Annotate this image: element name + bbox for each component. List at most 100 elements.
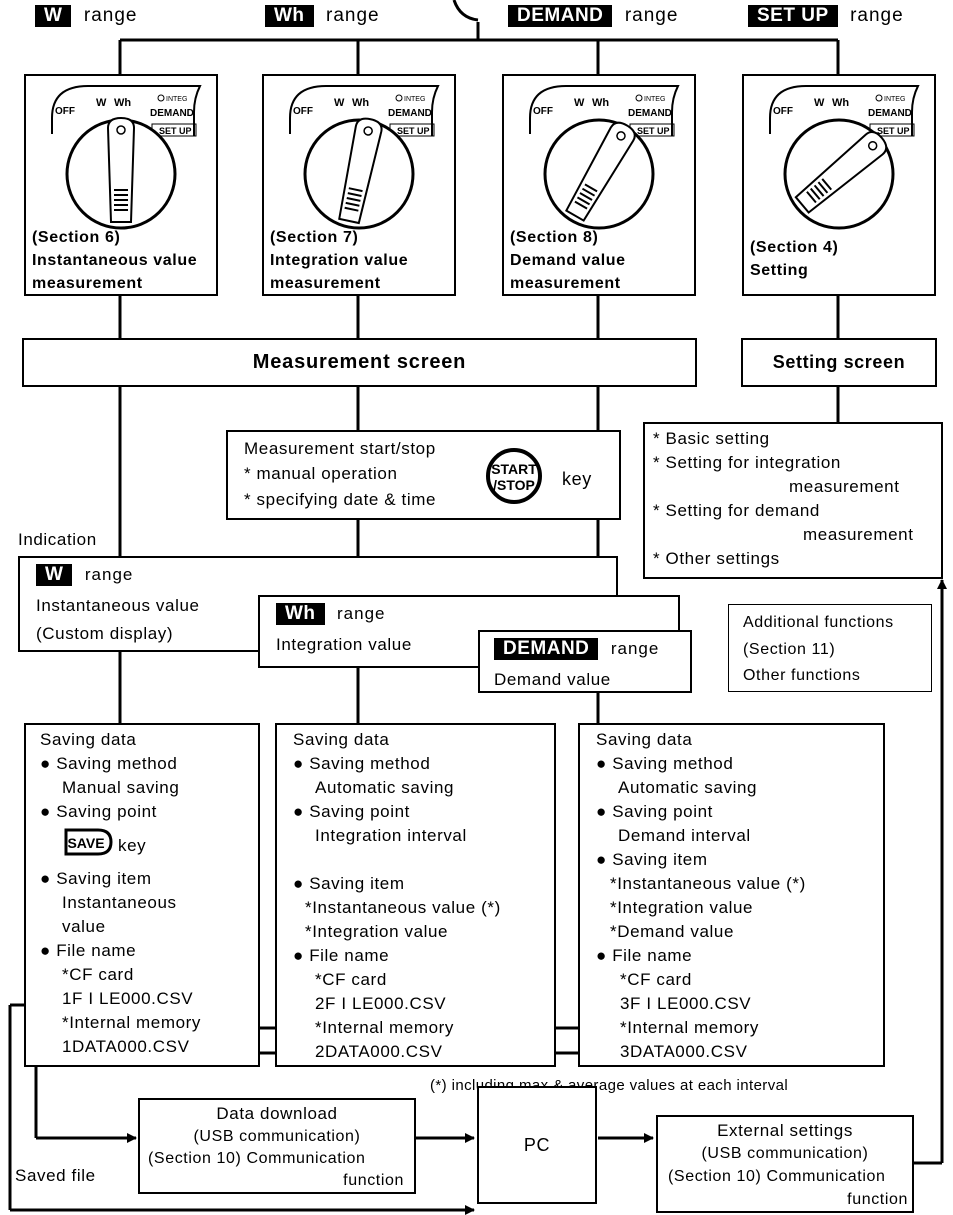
switch-label: DEMAND bbox=[628, 108, 672, 119]
saving-line: Demand interval bbox=[618, 826, 751, 845]
switch-label: INTEG bbox=[884, 96, 905, 103]
section-title: measurement bbox=[270, 275, 381, 292]
section-number: (Section 8) bbox=[510, 229, 599, 246]
switch-label: Wh bbox=[114, 97, 131, 109]
saving-line: ● File name bbox=[596, 946, 693, 965]
rotary-switch-icon: OFF W Wh INTEG DEMAND SET UP bbox=[289, 85, 440, 230]
external-line: External settings bbox=[717, 1121, 853, 1140]
saving-line: *Integration value bbox=[610, 898, 754, 917]
saving-box-demand: Saving data ● Saving method Automatic sa… bbox=[578, 723, 885, 1067]
setting-screen-label: Setting screen bbox=[772, 352, 906, 372]
start-stop-key-icon: START /STOP bbox=[486, 448, 542, 504]
saving-line: ● File name bbox=[40, 941, 137, 960]
data-download-box: Data download (USB communication) (Secti… bbox=[138, 1098, 416, 1194]
save-key-icon: SAVE bbox=[64, 828, 113, 856]
external-line: (Section 10) Communication bbox=[668, 1168, 886, 1185]
saving-line: 3F I LE000.CSV bbox=[620, 994, 752, 1013]
saving-box-w: Saving data ● Saving method Manual savin… bbox=[24, 723, 260, 1067]
range-tag: SET UP bbox=[748, 5, 838, 27]
saving-line: *Demand value bbox=[610, 922, 735, 941]
switch-label: Wh bbox=[832, 97, 849, 109]
save-key-label: SAVE bbox=[67, 835, 104, 851]
key-word: key bbox=[118, 836, 147, 855]
switch-label: W bbox=[96, 97, 107, 109]
section-number: (Section 4) bbox=[750, 239, 839, 256]
switch-label: INTEG bbox=[644, 96, 665, 103]
range-word: range bbox=[850, 5, 904, 26]
settings-item: measurement bbox=[789, 477, 900, 496]
saving-line: 3DATA000.CSV bbox=[620, 1042, 748, 1061]
saving-line: *Instantaneous value (*) bbox=[305, 898, 501, 917]
switch-label: OFF bbox=[773, 106, 793, 117]
saving-line: *CF card bbox=[62, 965, 134, 984]
saving-line: value bbox=[62, 917, 106, 936]
section-number: (Section 7) bbox=[270, 229, 359, 246]
saving-line: ● Saving point bbox=[40, 802, 157, 821]
section-box-instantaneous: OFF W Wh INTEG DEMAND SET UP (Section 6)… bbox=[24, 74, 218, 296]
range-tag: W bbox=[35, 5, 72, 27]
settings-item: * Setting for demand bbox=[653, 501, 820, 520]
indication-demand-box: DEMAND range Demand value bbox=[478, 630, 692, 693]
range-header-w: W range bbox=[35, 5, 138, 27]
switch-label: SET UP bbox=[159, 126, 192, 136]
saving-line: ● Saving method bbox=[293, 754, 431, 773]
switch-label: Wh bbox=[352, 97, 369, 109]
saving-line: *CF card bbox=[620, 970, 692, 989]
saving-line: Manual saving bbox=[62, 778, 180, 797]
external-line: function bbox=[847, 1191, 908, 1208]
download-line: Data download bbox=[216, 1104, 338, 1123]
range-header-wh: Wh range bbox=[265, 5, 380, 27]
switch-label: W bbox=[574, 97, 585, 109]
key-word: key bbox=[562, 469, 592, 489]
settings-item: * Basic setting bbox=[653, 429, 770, 448]
key-label: /STOP bbox=[493, 477, 535, 493]
section-box-setting: OFF W Wh INTEG DEMAND SET UP (Section 4)… bbox=[742, 74, 936, 296]
switch-label: SET UP bbox=[637, 126, 670, 136]
additional-line: Additional functions bbox=[743, 614, 894, 631]
settings-item: * Setting for integration bbox=[653, 453, 841, 472]
section-box-integration: OFF W Wh INTEG DEMAND SET UP (Section 7)… bbox=[262, 74, 456, 296]
saving-line: Instantaneous bbox=[62, 893, 177, 912]
saving-line: Saving data bbox=[596, 730, 693, 749]
switch-label: INTEG bbox=[166, 96, 187, 103]
section-title: measurement bbox=[510, 275, 621, 292]
indication-value: (Custom display) bbox=[36, 624, 174, 643]
settings-item: * Other settings bbox=[653, 549, 780, 568]
saving-line: Automatic saving bbox=[315, 778, 455, 797]
start-stop-line: * specifying date & time bbox=[244, 490, 437, 509]
switch-label: Wh bbox=[592, 97, 609, 109]
range-tag: W bbox=[36, 564, 73, 586]
pc-box: PC bbox=[477, 1086, 597, 1204]
saving-line: Saving data bbox=[293, 730, 390, 749]
saving-line: *Internal memory bbox=[62, 1013, 202, 1032]
range-word: range bbox=[610, 639, 660, 658]
measurement-screen-label: Measurement screen bbox=[252, 351, 467, 373]
saving-line: *Instantaneous value (*) bbox=[610, 874, 806, 893]
switch-label: DEMAND bbox=[868, 108, 912, 119]
switch-label: OFF bbox=[55, 106, 75, 117]
pc-label: PC bbox=[523, 1135, 551, 1155]
saving-line: *CF card bbox=[315, 970, 387, 989]
switch-label: DEMAND bbox=[150, 108, 194, 119]
range-word: range bbox=[83, 5, 138, 26]
download-line: (USB communication) bbox=[193, 1128, 361, 1145]
settings-list-box: * Basic setting * Setting for integratio… bbox=[643, 422, 943, 579]
switch-label: SET UP bbox=[397, 126, 430, 136]
rotary-switch-icon: OFF W Wh INTEG DEMAND SET UP bbox=[769, 85, 920, 230]
range-word: range bbox=[84, 565, 134, 584]
section-box-demand: OFF W Wh INTEG DEMAND SET UP (Section 8)… bbox=[502, 74, 696, 296]
range-header-demand: DEMAND range bbox=[508, 5, 678, 27]
saving-line: ● Saving item bbox=[40, 869, 152, 888]
saving-line: *Internal memory bbox=[620, 1018, 760, 1037]
saving-line: ● Saving point bbox=[596, 802, 713, 821]
start-stop-box: Measurement start/stop * manual operatio… bbox=[226, 430, 621, 520]
indication-value: Demand value bbox=[494, 670, 611, 689]
rotary-switch-icon: OFF W Wh INTEG DEMAND SET UP bbox=[51, 85, 202, 230]
saving-line: ● Saving point bbox=[293, 802, 410, 821]
measurement-screen: Measurement screen bbox=[22, 338, 697, 387]
start-stop-title: Measurement start/stop bbox=[244, 439, 436, 458]
saving-line: Automatic saving bbox=[618, 778, 758, 797]
saving-line: ● Saving method bbox=[40, 754, 178, 773]
saved-file-label: Saved file bbox=[15, 1166, 96, 1185]
download-line: (Section 10) Communication bbox=[148, 1150, 366, 1167]
